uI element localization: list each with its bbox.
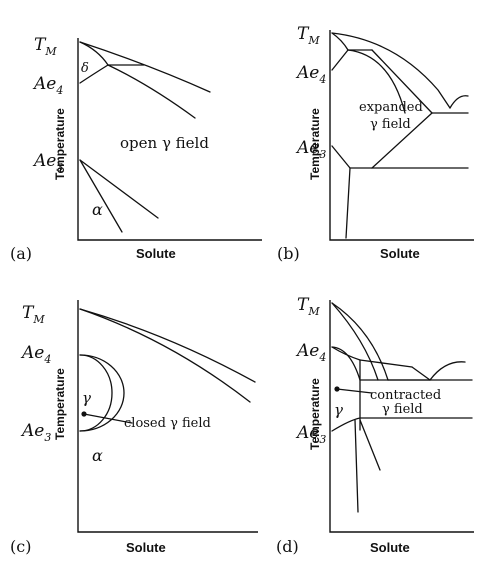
panel-d-ae4-curve: [331, 346, 361, 361]
panel-c-gamma-loop-inner: [79, 354, 113, 432]
panel-b-delta-lower: [331, 49, 349, 71]
panel-b-field-line2: γ field: [370, 117, 411, 132]
panel-c-alpha-label: α: [92, 446, 103, 465]
panel-d-alpha-solvus: [354, 419, 359, 513]
panel-a-alpha-boundary-1: [79, 159, 123, 233]
panel-d-field-upper-right: [411, 366, 431, 381]
panel-d-axes: [329, 300, 474, 533]
panel-d-ae3-curve: [331, 417, 361, 432]
panel-b-ylabel: Temperature: [308, 108, 322, 180]
panel-c-ae3-label: Ae3: [20, 421, 51, 444]
panel-b-field-lower-right: [371, 112, 433, 169]
panel-a-delta-label: δ: [81, 61, 89, 76]
panel-a-alpha-label: α: [92, 200, 103, 219]
panel-a-xlabel: Solute: [136, 246, 176, 261]
panel-c-solidus: [79, 308, 251, 403]
panel-c-liquidus: [79, 308, 256, 383]
panel-b: Temperature Solute (b) TM Ae4 Ae3 expand…: [277, 24, 474, 263]
panel-d-ylabel: Temperature: [308, 378, 322, 450]
panel-d-solidus-left: [331, 302, 379, 381]
panel-a-liquidus: [79, 41, 211, 93]
panel-d: Temperature Solute (d) TM Ae4 Ae3 γ cont…: [276, 295, 474, 556]
panel-c-axes: [77, 300, 258, 533]
panel-c-gamma-loop-outer: [79, 354, 125, 432]
panel-d-pointer-line: [336, 388, 373, 394]
panel-a-ae4-label: Ae4: [32, 74, 63, 97]
panel-a-axes: [77, 38, 262, 241]
panel-d-intermetallic-boundary: [359, 419, 381, 471]
panel-d-delta-boundary: [359, 359, 413, 368]
panel-d-field-line2: γ field: [382, 402, 423, 417]
panel-a-delta-upper: [79, 41, 109, 66]
panel-b-ae3-label: Ae3: [295, 138, 326, 161]
panel-b-alpha-solvus: [345, 167, 351, 239]
panel-b-tm-label: TM: [297, 24, 320, 47]
panel-a: Temperature Solute (a) TM Ae4 Ae3 δ α op…: [10, 35, 262, 263]
panel-d-tag: (d): [276, 537, 299, 556]
panel-a-ylabel: Temperature: [53, 108, 67, 180]
panel-c-tm-label: TM: [22, 303, 45, 326]
panel-d-tm-label: TM: [297, 295, 320, 318]
panel-c-ae4-label: Ae4: [20, 343, 51, 366]
panel-d-ae4-label: Ae4: [295, 341, 326, 364]
panel-c: Temperature Solute (c) TM Ae4 Ae3 γ α cl…: [10, 300, 258, 556]
panel-b-ae4-label: Ae4: [295, 63, 326, 86]
panel-b-xlabel: Solute: [380, 246, 420, 261]
panel-b-liquidus: [331, 32, 451, 109]
panel-a-tm-label: TM: [34, 35, 57, 58]
panel-a-field-label: open γ field: [120, 134, 209, 152]
panel-d-ae4-inner: [331, 346, 361, 381]
panel-b-delta-upper: [331, 32, 349, 51]
panel-c-ylabel: Temperature: [53, 368, 67, 440]
panel-c-pointer-line: [83, 413, 133, 424]
panel-c-gamma-label: γ: [82, 389, 91, 407]
panel-c-xlabel: Solute: [126, 540, 166, 555]
panel-b-field-upper-right: [371, 49, 433, 114]
panel-b-axes: [329, 30, 474, 241]
panel-b-ae3-line: [331, 145, 351, 169]
panel-a-tag: (a): [10, 244, 32, 263]
panel-d-ae3-label: Ae3: [295, 423, 326, 446]
panel-d-gamma-label: γ: [334, 401, 343, 419]
panel-d-field-line1: contracted: [370, 388, 441, 403]
panel-b-tag: (b): [277, 244, 300, 263]
panel-b-field-line1: expanded: [359, 100, 423, 115]
panel-a-ae3-label: Ae3: [32, 151, 63, 174]
panel-d-xlabel: Solute: [370, 540, 410, 555]
panel-c-field-label: closed γ field: [124, 416, 211, 431]
panel-d-liquidus-right: [429, 361, 466, 381]
panel-a-solidus: [107, 64, 196, 119]
panel-a-alpha-boundary-2: [79, 159, 159, 219]
panel-a-delta-lower: [79, 64, 109, 84]
panel-c-tag: (c): [10, 537, 31, 556]
panel-b-solidus: [347, 49, 406, 114]
panel-d-liquidus-left: [331, 302, 389, 381]
panel-b-liquidus-right: [449, 95, 469, 109]
